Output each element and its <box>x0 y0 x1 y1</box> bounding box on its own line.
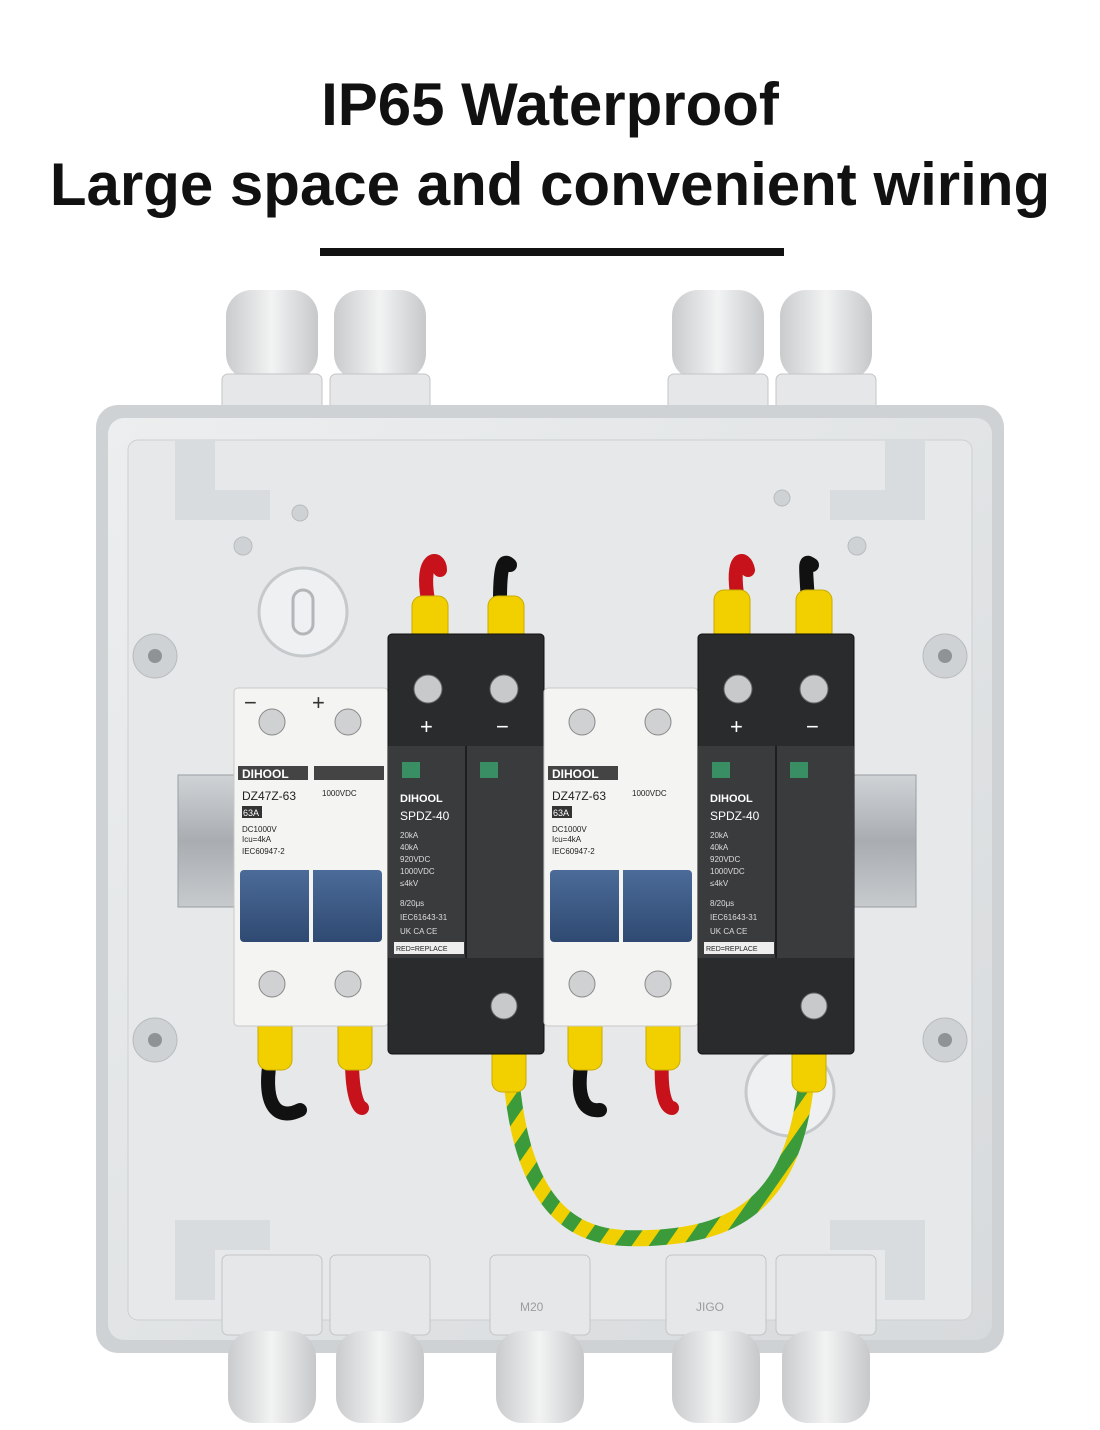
spd-uc: 1000VDC <box>400 867 435 876</box>
spd-2-imax: 40kA <box>710 843 729 852</box>
breaker-voltage: 1000VDC <box>322 789 357 798</box>
breaker-2-rating: 63A <box>553 808 569 818</box>
breaker-2-model: DZ47Z-63 <box>552 789 606 803</box>
breaker-2-spec-2: Icu=4kA <box>552 835 582 844</box>
spd-un: 920VDC <box>400 855 430 864</box>
breaker-2-brand: DIHOOL <box>552 767 599 781</box>
headline-line-1: IP65 Waterproof <box>321 71 779 138</box>
spd-standard: IEC61643-31 <box>400 913 448 922</box>
breaker-model: DZ47Z-63 <box>242 789 296 803</box>
spd-2-wave: 8/20μs <box>710 899 734 908</box>
earth-cable <box>502 1052 816 1247</box>
spd-2-marks: UK CA CE <box>710 927 747 936</box>
spd-1: + − DIHOOL SPDZ-40 20kA 40kA 920VDC 1000… <box>387 633 545 1055</box>
breaker-plus-label: + <box>312 690 325 715</box>
spd-minus-label: − <box>496 714 509 739</box>
spd-marks: UK CA CE <box>400 927 437 936</box>
breaker-2-spec-1: DC1000V <box>552 825 587 834</box>
spd-2-un: 920VDC <box>710 855 740 864</box>
spd-2-replace: RED=REPLACE <box>706 946 758 953</box>
breaker-1: − + DIHOOL DZ47Z-63 1000VDC 63A DC1000V … <box>233 687 389 1027</box>
spd-2-plus-label: + <box>730 714 743 739</box>
spd-model: SPDZ-40 <box>400 809 450 823</box>
breaker-minus-label: − <box>244 690 257 715</box>
spd-2-standard: IEC61643-31 <box>710 913 758 922</box>
breaker-brand: DIHOOL <box>242 767 289 781</box>
breaker-rating: 63A <box>243 808 259 818</box>
headline-divider <box>320 248 784 256</box>
spd-2-model: SPDZ-40 <box>710 809 760 823</box>
spd-2-up: ≤4kV <box>710 879 729 888</box>
breaker-2-voltage: 1000VDC <box>632 789 667 798</box>
breaker-spec-1: DC1000V <box>242 825 277 834</box>
spd-2-minus-label: − <box>806 714 819 739</box>
spd-replace: RED=REPLACE <box>396 946 448 953</box>
spd-in: 20kA <box>400 831 419 840</box>
spd-wave: 8/20μs <box>400 899 424 908</box>
bottom-cable-glands: M20 JIGO <box>221 1254 877 1423</box>
spd-2-uc: 1000VDC <box>710 867 745 876</box>
breaker-2-standard: IEC60947-2 <box>552 847 595 856</box>
breaker-2: DIHOOL DZ47Z-63 1000VDC 63A DC1000V Icu=… <box>543 687 699 1027</box>
gland-brand-label: JIGO <box>696 1300 724 1314</box>
headline-line-2: Large space and convenient wiring <box>49 151 1051 218</box>
junction-box-photo: − + DIHOOL DZ47Z-63 1000VDC 63A DC1000V … <box>96 290 1004 1423</box>
breaker-spec-2: Icu=4kA <box>242 835 272 844</box>
breaker-standard: IEC60947-2 <box>242 847 285 856</box>
spd-2-in: 20kA <box>710 831 729 840</box>
spd-brand: DIHOOL <box>400 793 443 805</box>
spd-2-brand: DIHOOL <box>710 793 753 805</box>
spd-2: + − DIHOOL SPDZ-40 20kA 40kA 920VDC 1000… <box>697 633 855 1055</box>
spd-imax: 40kA <box>400 843 419 852</box>
spd-plus-label: + <box>420 714 433 739</box>
spd-up: ≤4kV <box>400 879 419 888</box>
gland-size-label: M20 <box>520 1300 544 1314</box>
